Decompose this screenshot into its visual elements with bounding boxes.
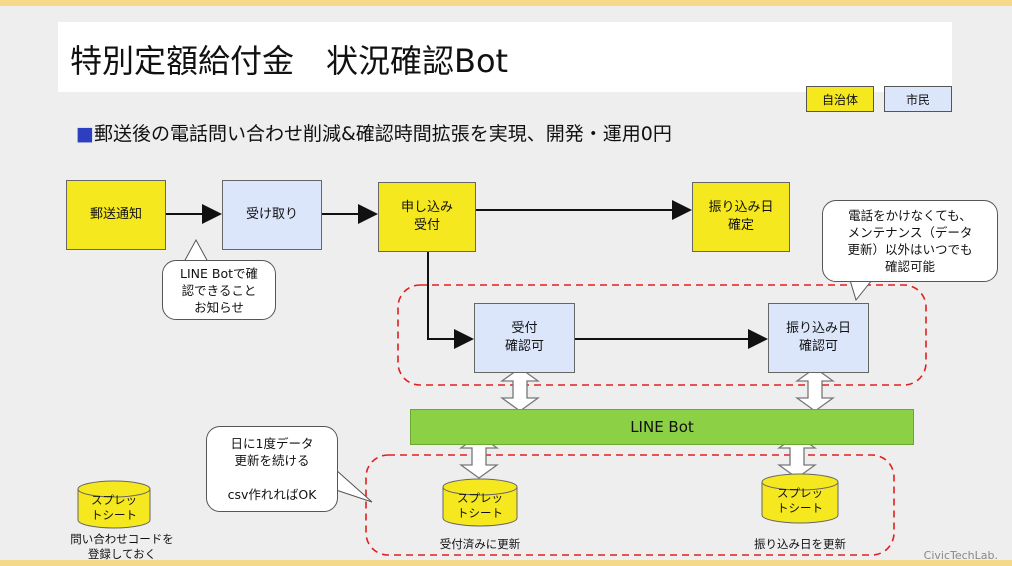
spreadsheet-cylinder-register (77, 480, 151, 529)
box-receive: 受け取り (222, 180, 322, 250)
cyl-transfer-line1: スプレッ (777, 486, 823, 500)
double-arrow-bot-sheet1 (458, 434, 500, 479)
bottom-stripe (0, 560, 1012, 566)
dashed-group-sheets (365, 454, 895, 556)
subtitle: ■郵送後の電話問い合わせ削減&確認時間拡張を実現、開発・運用0円 (76, 119, 672, 146)
bubble-tail-phone-free (849, 279, 873, 302)
subtitle-text: 郵送後の電話問い合わせ削減&確認時間拡張を実現、開発・運用0円 (93, 123, 672, 145)
cyl-register-line2: トシート (91, 508, 137, 522)
legend-citizen: 市民 (884, 86, 952, 112)
label-transfer-update: 振り込み日を更新 (754, 537, 846, 551)
bullet-square-icon: ■ (76, 123, 94, 145)
label-accepted-update: 受付済みに更新 (439, 537, 521, 551)
bubble-line-notice: LINE Botで確 認できること お知らせ (162, 260, 276, 320)
label-register-code: 問い合わせコードを 登録しておく (70, 532, 174, 561)
dashed-group-status (397, 284, 927, 386)
double-arrow-accept-bot (499, 367, 541, 412)
arrow-apply-to-accept (427, 252, 474, 349)
footer-brand: CivicTechLab. (923, 549, 998, 562)
box-accept-check: 受付 確認可 (474, 303, 575, 373)
top-stripe (0, 0, 1012, 6)
page-title: 特別定額給付金 状況確認Bot (70, 42, 509, 80)
cyl-transfer-line2: トシート (777, 501, 823, 515)
bubble-phone-free: 電話をかけなくても、 メンテナンス（データ 更新）以外はいつでも 確認可能 (822, 200, 998, 282)
cyl-register-line1: スプレッ (91, 493, 137, 507)
title-bar (58, 22, 952, 92)
bubble-tail-line-notice (183, 238, 209, 263)
bubble-tail-daily-update (335, 469, 373, 503)
cyl-accepted-line2: トシート (457, 506, 503, 520)
legend-municipality: 自治体 (806, 86, 874, 112)
spreadsheet-cylinder-transfer (761, 473, 839, 524)
box-transfer-fixed: 振り込み日 確定 (692, 182, 790, 252)
box-transfer-check: 振り込み日 確認可 (768, 303, 869, 373)
box-application: 申し込み 受付 (378, 182, 476, 252)
box-mail-notice: 郵送通知 (66, 180, 166, 250)
line-bot-bar: LINE Bot (410, 409, 914, 445)
cyl-accepted-line1: スプレッ (457, 491, 503, 505)
bubble-daily-update: 日に1度データ 更新を続ける csv作れればOK (206, 426, 338, 512)
double-arrow-transfer-bot (794, 367, 836, 412)
spreadsheet-cylinder-accepted (442, 478, 518, 527)
